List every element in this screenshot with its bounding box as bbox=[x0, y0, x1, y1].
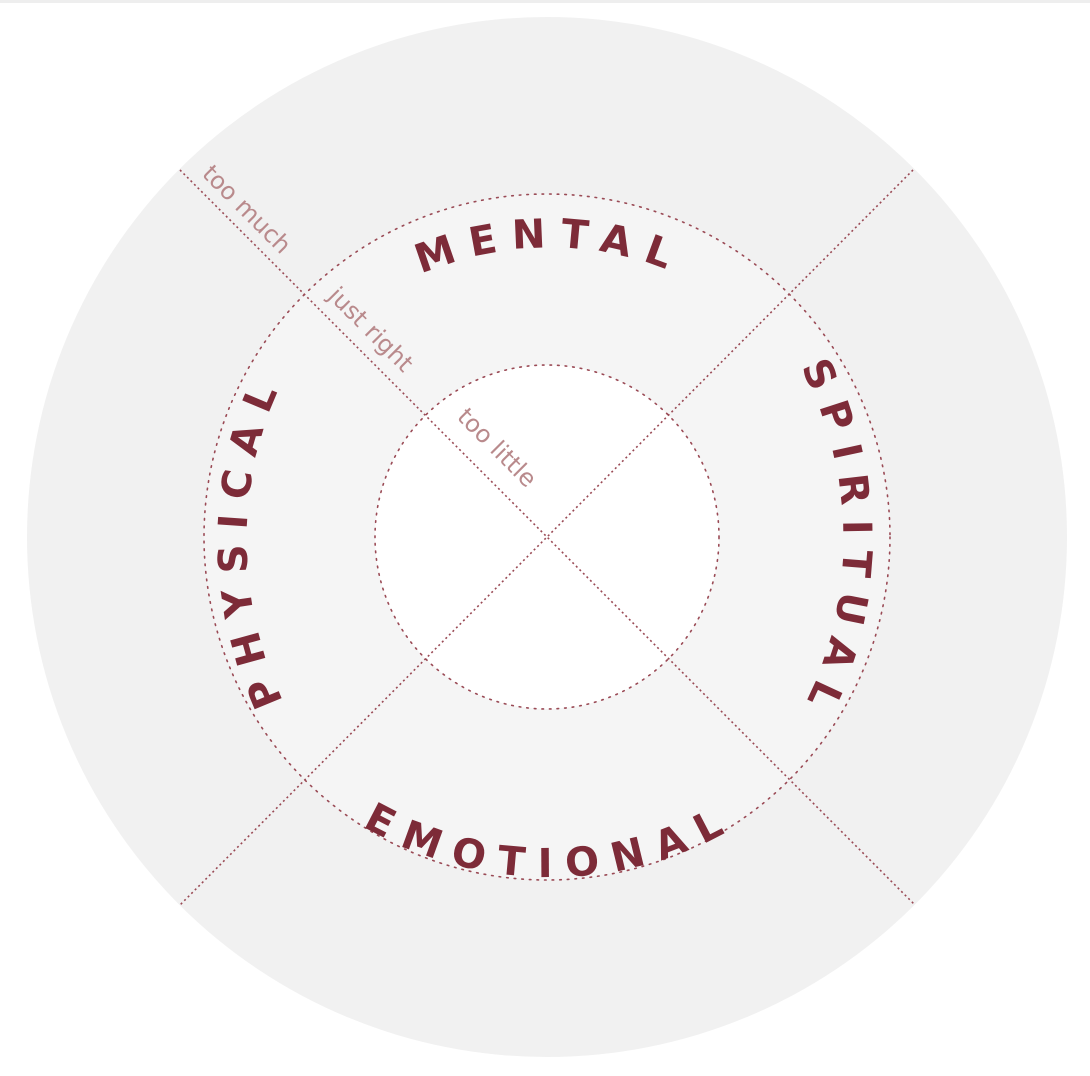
divider-diagonal-a bbox=[179, 169, 916, 906]
dotted-ring-inner bbox=[374, 364, 720, 710]
divider-diagonal-b bbox=[179, 169, 914, 906]
inner-core bbox=[375, 365, 719, 709]
top-border bbox=[0, 0, 1090, 3]
dotted-ring-middle bbox=[203, 193, 891, 881]
